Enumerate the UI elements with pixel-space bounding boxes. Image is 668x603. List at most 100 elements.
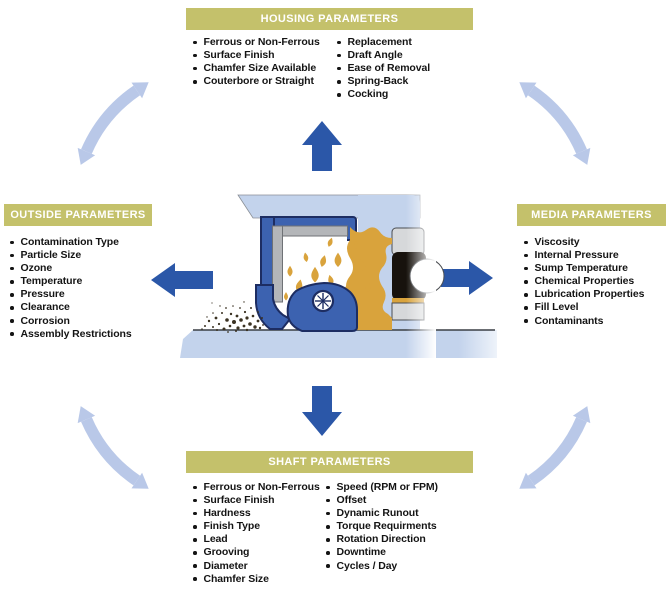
- list-item-label: Assembly Restrictions: [20, 327, 132, 340]
- list-item: Hardness: [193, 507, 320, 520]
- arrow-up-icon: [302, 121, 342, 171]
- list-item-label: Speed (RPM or FPM): [336, 481, 439, 493]
- list-item-label: Ease of Removal: [347, 62, 431, 75]
- list-item-label: Contamination Type: [20, 236, 119, 248]
- list-item-label: Replacement: [347, 36, 412, 48]
- list-item: Speed (RPM or FPM): [326, 481, 439, 494]
- list-item: Replacement: [337, 36, 430, 49]
- cycle-arrow-icon-top-left: [78, 82, 149, 165]
- list-item: Lead: [193, 533, 320, 546]
- list-item-label: Pressure: [20, 288, 65, 301]
- list-item: Surface Finish: [193, 494, 320, 507]
- list-item: Draft Angle: [337, 49, 430, 62]
- list-item-label: Chamfer Size Available: [203, 62, 317, 75]
- list-item-label: Ozone: [20, 262, 53, 275]
- list-item: Clearance: [10, 301, 132, 314]
- list-item-label: Grooving: [203, 546, 250, 559]
- list-item: Assembly Restrictions: [10, 328, 132, 341]
- list-item: Lubrication Properties: [524, 288, 645, 301]
- housing-parameters-list-col2: Replacement Draft Angle Ease of Removal …: [337, 36, 431, 101]
- list-item-label: Hardness: [203, 507, 251, 520]
- list-item-label: Spring-Back: [347, 75, 409, 88]
- cycle-arrow-icon-bottom-left: [78, 406, 149, 489]
- list-item-label: Chemical Properties: [534, 275, 635, 288]
- list-item: Particle Size: [10, 249, 132, 262]
- shaft-parameters-header: SHAFT PARAMETERS: [186, 451, 473, 473]
- housing-parameters-list-col1: Ferrous or Non-Ferrous Surface Finish Ch…: [193, 36, 320, 88]
- list-item-label: Particle Size: [20, 249, 82, 262]
- list-item-label: Surface Finish: [203, 49, 275, 62]
- list-item: Viscosity: [524, 236, 644, 249]
- list-item: Ferrous or Non-Ferrous: [193, 36, 320, 49]
- list-item: Torque Requirments: [326, 520, 438, 533]
- list-item: Downtime: [326, 546, 438, 559]
- list-item: Offset: [326, 494, 438, 507]
- list-item: Ferrous or Non-Ferrous: [193, 481, 320, 494]
- list-item: Cycles / Day: [326, 560, 438, 573]
- spring-icon: [311, 289, 335, 313]
- list-item: Chemical Properties: [524, 275, 644, 288]
- list-item: Rotation Direction: [326, 533, 438, 546]
- media-parameters-list: Viscosity Internal Pressure Sump Tempera…: [524, 236, 645, 328]
- list-item-label: Rotation Direction: [336, 533, 426, 546]
- list-item: Surface Finish: [193, 49, 320, 62]
- list-item-label: Torque Requirments: [336, 520, 437, 533]
- debris-particles: [201, 301, 264, 333]
- list-item: Corrosion: [10, 315, 132, 328]
- list-item: Chamfer Size Available: [193, 62, 320, 75]
- list-item-label: Cocking: [347, 88, 389, 101]
- list-item-label: Viscosity: [534, 236, 580, 248]
- list-item-label: Temperature: [20, 275, 83, 288]
- list-item-label: Downtime: [336, 546, 386, 559]
- list-item: Temperature: [10, 275, 132, 288]
- seal-cross-section-illustration: [180, 192, 497, 362]
- list-item: Ozone: [10, 262, 132, 275]
- list-item-label: Surface Finish: [203, 494, 275, 507]
- list-item-label: Sump Temperature: [534, 262, 628, 275]
- list-item-label: Lead: [203, 533, 228, 546]
- list-item: Internal Pressure: [524, 249, 644, 262]
- housing-parameters-header: HOUSING PARAMETERS: [186, 8, 473, 30]
- arrow-down-icon: [302, 386, 342, 436]
- arrow-right-icon: [441, 261, 493, 295]
- list-item: Sump Temperature: [524, 262, 644, 275]
- list-item: Ease of Removal: [337, 62, 431, 75]
- list-item: Diameter: [193, 560, 320, 573]
- arrow-left-icon: [151, 263, 213, 297]
- shaft-parameters-list-col1: Ferrous or Non-Ferrous Surface Finish Ha…: [193, 481, 320, 586]
- list-item: Pressure: [10, 288, 132, 301]
- cycle-arrow-icon-top-right: [519, 82, 590, 165]
- list-item: Couterbore or Straight: [193, 75, 320, 88]
- list-item-label: Draft Angle: [347, 49, 403, 62]
- list-item-label: Diameter: [203, 559, 248, 572]
- list-item: Contamination Type: [10, 236, 132, 249]
- list-item-label: Cycles / Day: [336, 559, 398, 572]
- list-item-label: Fill Level: [534, 301, 579, 314]
- list-item: Dynamic Runout: [326, 507, 438, 520]
- list-item: Chamfer Size: [193, 573, 320, 586]
- outside-parameters-list: Contamination Type Particle Size Ozone T…: [10, 236, 132, 341]
- list-item-label: Contaminants: [534, 314, 604, 327]
- cycle-arrow-icon-bottom-right: [519, 406, 590, 489]
- list-item: Grooving: [193, 546, 320, 559]
- list-item-label: Ferrous or Non-Ferrous: [203, 36, 320, 48]
- list-item-label: Offset: [336, 494, 367, 507]
- outside-parameters-header: OUTSIDE PARAMETERS: [4, 204, 152, 226]
- list-item-label: Ferrous or Non-Ferrous: [203, 481, 320, 493]
- media-parameters-header: MEDIA PARAMETERS: [517, 204, 666, 226]
- list-item: Spring-Back: [337, 75, 430, 88]
- list-item-label: Couterbore or Straight: [203, 75, 314, 88]
- list-item-label: Clearance: [20, 301, 70, 314]
- list-item-label: Finish Type: [203, 520, 261, 533]
- list-item: Contaminants: [524, 315, 644, 328]
- list-item-label: Lubrication Properties: [534, 288, 645, 301]
- list-item: Fill Level: [524, 301, 644, 314]
- list-item-label: Corrosion: [20, 314, 70, 327]
- list-item: Cocking: [337, 88, 430, 101]
- list-item-label: Dynamic Runout: [336, 507, 419, 520]
- shaft-parameters-list-col2: Speed (RPM or FPM) Offset Dynamic Runout…: [326, 481, 439, 573]
- list-item-label: Chamfer Size: [203, 572, 269, 585]
- list-item: Finish Type: [193, 520, 320, 533]
